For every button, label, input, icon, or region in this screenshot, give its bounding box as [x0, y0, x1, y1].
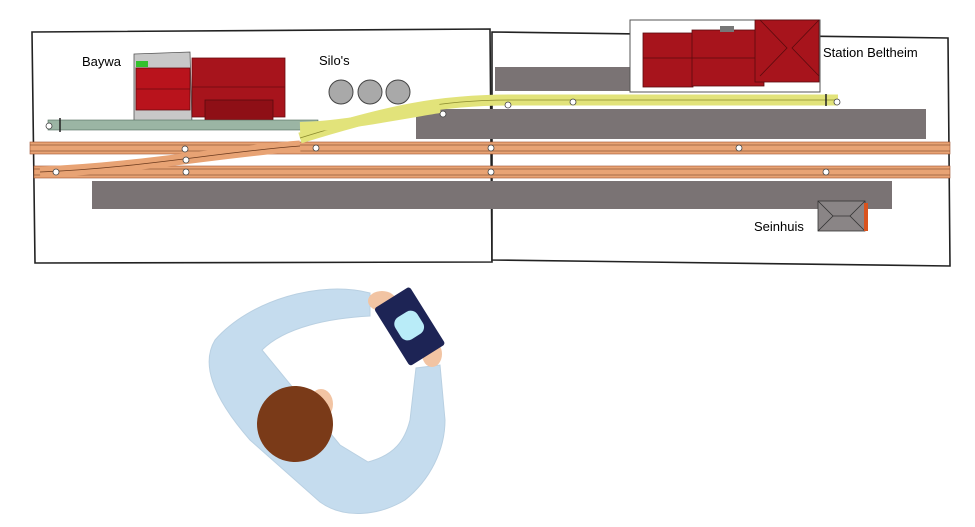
- track-marker: [439, 110, 447, 118]
- handheld-controller-icon: [374, 287, 445, 366]
- track-marker: [182, 156, 190, 164]
- track-marker: [312, 144, 320, 152]
- track-marker: [487, 168, 495, 176]
- station-hall: [642, 32, 694, 88]
- track-marker: [181, 145, 189, 153]
- silo-1: [328, 79, 354, 105]
- silo-3: [385, 79, 411, 105]
- label-silos: Silo's: [319, 53, 350, 68]
- baywa-building: [133, 51, 286, 128]
- track-marker: [569, 98, 577, 106]
- labels: Baywa Silo's Station Beltheim Seinhuis: [82, 45, 918, 234]
- platform-station: [416, 109, 926, 139]
- label-station-beltheim: Station Beltheim: [823, 45, 918, 60]
- platforms: [92, 67, 926, 209]
- baywa-green-light: [136, 61, 148, 67]
- station-annex: [754, 19, 820, 83]
- operator-hair: [257, 386, 333, 462]
- track-markers: [45, 98, 841, 176]
- platform-bottom: [92, 181, 892, 209]
- station-annex-roof-2: [791, 19, 820, 77]
- person-top-view-icon: [208, 288, 446, 514]
- silo-2: [357, 79, 383, 105]
- track-marker: [182, 168, 190, 176]
- track-marker: [45, 122, 53, 130]
- crossover-rail: [39, 145, 301, 173]
- station-chimney: [720, 26, 734, 32]
- track-marker: [52, 168, 60, 176]
- silos: [328, 79, 411, 105]
- seinhuis-signal: [864, 203, 868, 231]
- station-building: [629, 19, 821, 93]
- label-seinhuis: Seinhuis: [754, 219, 804, 234]
- track-marker: [487, 144, 495, 152]
- label-baywa: Baywa: [82, 54, 122, 69]
- track-marker: [504, 101, 512, 109]
- controller-screen: [394, 310, 425, 341]
- operator-arms: [208, 288, 446, 514]
- station-annex-roof: [759, 19, 788, 77]
- track-marker: [833, 98, 841, 106]
- platform-top-right: [495, 67, 640, 91]
- siding-to-station-track: [299, 103, 441, 132]
- track-marker: [822, 168, 830, 176]
- seinhuis-building: [817, 200, 868, 232]
- baywa-siding: [47, 119, 319, 131]
- track-marker: [735, 144, 743, 152]
